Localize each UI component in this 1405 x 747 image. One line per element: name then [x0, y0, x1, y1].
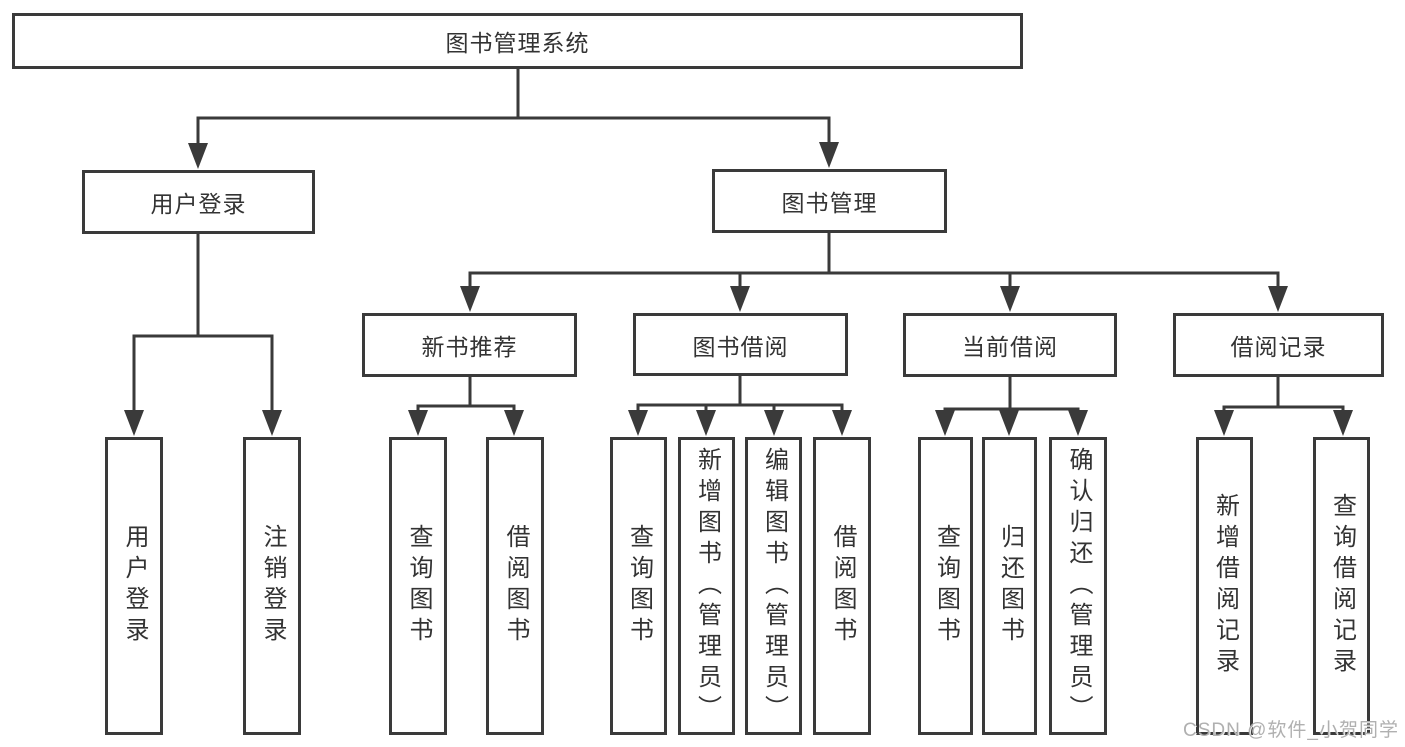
arrowheads — [124, 142, 1353, 436]
leaf-user-login-label: 用户登录 — [121, 524, 148, 648]
leaf-records-query-record: 查询借阅记录 — [1313, 437, 1370, 735]
leaf-logout: 注销登录 — [243, 437, 301, 735]
node-new-book-recommend: 新书推荐 — [362, 313, 577, 377]
node-new-book-recommend-label: 新书推荐 — [421, 334, 518, 360]
leaf-current-query-books-label: 查询图书 — [932, 524, 960, 648]
node-book-management: 图书管理 — [712, 169, 947, 233]
node-book-borrowing: 图书借阅 — [633, 313, 848, 376]
node-current-borrowing-label: 当前借阅 — [962, 334, 1058, 360]
connector-stems — [132, 67, 1345, 411]
leaf-newbook-borrow-books-label: 借阅图书 — [502, 524, 529, 648]
leaf-borrow-query-books: 查询图书 — [610, 437, 667, 735]
leaf-newbook-query-books: 查询图书 — [389, 437, 447, 735]
csdn-watermark: CSDN @软件_小贺同学 — [1183, 720, 1399, 741]
leaf-user-login: 用户登录 — [105, 437, 163, 735]
leaf-current-confirm-return-admin-label: 确认归还（管理员） — [1065, 446, 1092, 726]
leaf-current-return-books: 归还图书 — [982, 437, 1037, 735]
leaf-borrow-edit-books-admin: 编辑图书（管理员） — [745, 437, 802, 735]
leaf-borrow-borrow-books-label: 借阅图书 — [829, 524, 856, 648]
leaf-borrow-edit-books-admin-label: 编辑图书（管理员） — [760, 446, 788, 726]
leaf-current-return-books-label: 归还图书 — [996, 524, 1024, 648]
leaf-current-confirm-return-admin: 确认归还（管理员） — [1049, 437, 1107, 735]
leaf-borrow-borrow-books: 借阅图书 — [813, 437, 871, 735]
leaf-records-add-record-label: 新增借阅记录 — [1211, 493, 1239, 679]
node-borrowing-records: 借阅记录 — [1173, 313, 1384, 377]
leaf-records-add-record: 新增借阅记录 — [1196, 437, 1253, 735]
node-borrowing-records-label: 借阅记录 — [1230, 334, 1327, 360]
node-book-borrowing-label: 图书借阅 — [692, 333, 789, 360]
node-user-login-label: 用户登录 — [150, 191, 247, 217]
leaf-borrow-add-books-admin-label: 新增图书（管理员） — [693, 446, 721, 726]
leaf-borrow-query-books-label: 查询图书 — [625, 524, 653, 648]
leaf-newbook-query-books-label: 查询图书 — [405, 524, 432, 648]
node-current-borrowing: 当前借阅 — [903, 313, 1117, 377]
node-user-login: 用户登录 — [82, 170, 315, 234]
node-root-label: 图书管理系统 — [445, 30, 590, 56]
leaf-newbook-borrow-books: 借阅图书 — [486, 437, 544, 735]
leaf-records-query-record-label: 查询借阅记录 — [1328, 493, 1356, 679]
leaf-logout-label: 注销登录 — [259, 524, 286, 648]
leaf-current-query-books: 查询图书 — [918, 437, 973, 735]
node-root: 图书管理系统 — [12, 13, 1023, 69]
node-book-management-label: 图书管理 — [781, 190, 878, 216]
leaf-borrow-add-books-admin: 新增图书（管理员） — [678, 437, 735, 735]
